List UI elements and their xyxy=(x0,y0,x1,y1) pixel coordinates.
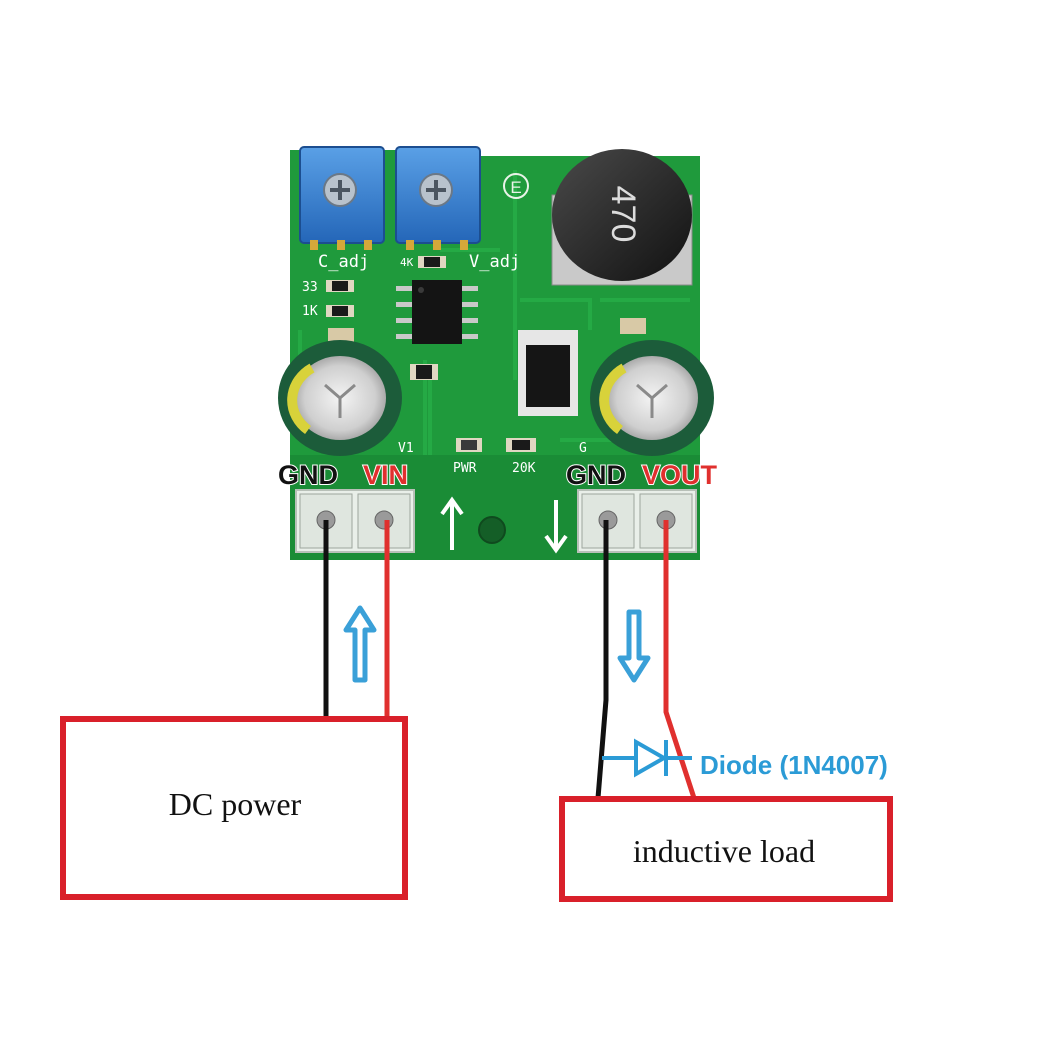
smd-resistors xyxy=(326,256,646,452)
e-mark: E xyxy=(510,178,521,197)
arrow-up-icon xyxy=(343,605,377,683)
inductor-marking: 470 xyxy=(604,186,642,243)
terminal-label-gnd-in: GND xyxy=(278,460,338,490)
inductive-load-box xyxy=(559,796,893,902)
capacitor-input xyxy=(278,340,402,456)
mounting-hole xyxy=(478,516,506,544)
resistor-33-label: 33 xyxy=(302,280,318,295)
potentiometer-v-adj xyxy=(395,146,481,250)
res-20k-label: 20K xyxy=(512,461,536,476)
resistor-4k-label: 4K xyxy=(400,256,414,269)
dc-power-box xyxy=(60,716,408,900)
arrow-down-icon xyxy=(617,609,651,683)
board-arrows xyxy=(440,496,568,554)
resistor-1k-label: 1K xyxy=(302,304,318,319)
wire-gnd-out xyxy=(595,520,609,799)
inductor: 470 xyxy=(551,149,693,286)
pwr-label: PWR xyxy=(453,461,477,476)
v1-label: V1 xyxy=(398,441,414,456)
pot-label-v-adj: V_adj xyxy=(469,252,520,272)
wire-vout xyxy=(663,520,697,799)
terminal-label-vout: VOUT xyxy=(642,460,718,490)
g-label: G xyxy=(579,441,587,456)
diode-label: Diode (1N4007) xyxy=(700,750,888,780)
terminal-label-vin: VIN xyxy=(363,460,408,490)
capacitor-output xyxy=(590,340,714,456)
diode-symbol-icon xyxy=(602,738,692,778)
smd-diode xyxy=(518,330,578,416)
inductive-load-label: inductive load xyxy=(633,833,815,869)
terminal-label-gnd-out: GND xyxy=(566,460,626,490)
dc-power-label: DC power xyxy=(169,786,302,822)
pot-label-c-adj: C_adj xyxy=(318,252,369,272)
potentiometer-c-adj xyxy=(299,146,385,250)
ic-chip xyxy=(396,280,478,344)
